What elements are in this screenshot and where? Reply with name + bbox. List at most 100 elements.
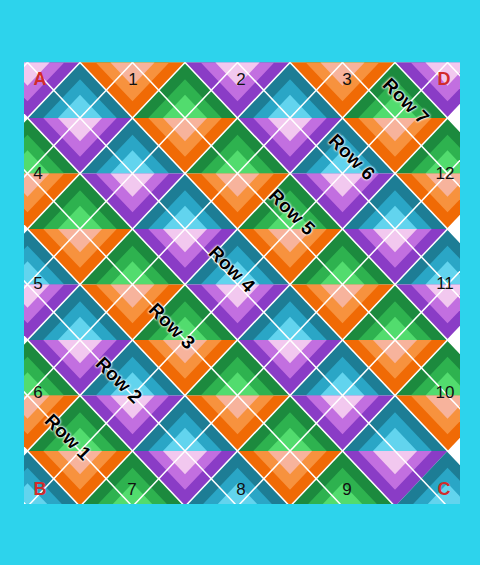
block-stripe (215, 150, 259, 173)
block-stripe (110, 174, 154, 197)
block-seam (24, 63, 460, 505)
quilt-blocks (24, 62, 460, 504)
block-stripe (133, 396, 238, 452)
block-stripe (306, 246, 380, 285)
block-stripe (411, 62, 460, 63)
block-seam (28, 63, 461, 505)
block-stripe (290, 62, 395, 63)
block-stripe (268, 340, 312, 363)
block-stripe (373, 118, 417, 141)
block-stripe (253, 79, 327, 118)
block-stripe (320, 396, 364, 419)
block-stripe (201, 62, 275, 63)
block-stripe (395, 62, 460, 63)
block-seam (290, 63, 460, 505)
block-stripe (96, 135, 170, 174)
block-stripe (43, 79, 117, 118)
block-stripe (268, 317, 312, 340)
block-stripe (215, 396, 259, 419)
block-stripe (80, 451, 185, 504)
block-stripe (306, 468, 380, 504)
block-seam (238, 63, 461, 505)
block-seam (80, 63, 460, 505)
block-seam (24, 63, 448, 505)
edge-number: 12 (436, 165, 455, 182)
block-stripe (80, 229, 185, 285)
block-stripe (28, 174, 133, 230)
block-seam (185, 63, 460, 505)
corner-letter: D (438, 70, 451, 88)
block-stripe (343, 174, 448, 230)
block-stripe (215, 174, 259, 197)
block-stripe (201, 468, 275, 504)
block-stripe (201, 135, 275, 174)
block-stripe (24, 62, 80, 63)
block-stripe (96, 62, 170, 63)
block-stripe (373, 317, 417, 340)
block-stripe (58, 118, 102, 141)
block-stripe (163, 229, 207, 252)
block-stripe (163, 428, 207, 451)
block-stripe (110, 285, 154, 308)
block-stripe (395, 451, 460, 504)
block-stripe (373, 229, 417, 252)
block-stripe (320, 372, 364, 395)
block-stripe (80, 118, 185, 174)
block-stripe (425, 62, 460, 63)
block-stripe (215, 62, 259, 63)
edge-number: 1 (128, 71, 137, 88)
block-stripe (411, 468, 460, 504)
block-stripe (201, 357, 275, 396)
block-stripe (238, 63, 343, 119)
block-stripe (373, 451, 417, 474)
block-seam (24, 63, 28, 505)
edge-number: 2 (236, 71, 245, 88)
block-stripe (163, 206, 207, 229)
block-stripe (238, 285, 343, 341)
block-stripe (58, 229, 102, 252)
block-stripe (80, 62, 185, 63)
block-stripe (373, 206, 417, 229)
block-seam (80, 63, 460, 505)
block-stripe (320, 285, 364, 308)
edge-number: 8 (236, 481, 245, 498)
block-stripe (268, 118, 312, 141)
block-stripe (373, 340, 417, 363)
block-stripe (58, 340, 102, 363)
block-stripe (185, 118, 290, 174)
block-seam (24, 63, 185, 505)
block-stripe (290, 451, 395, 504)
block-stripe (343, 396, 448, 452)
edge-number: 3 (342, 71, 351, 88)
block-stripe (110, 150, 154, 173)
block-stripe (163, 451, 207, 474)
block-stripe (148, 190, 222, 229)
edge-number: 4 (33, 165, 42, 182)
block-seam (24, 63, 238, 505)
block-stripe (96, 246, 170, 285)
block-stripe (96, 468, 170, 504)
block-stripe (358, 412, 432, 451)
block-seam (343, 63, 461, 505)
block-stripe (253, 412, 327, 451)
block-stripe (58, 206, 102, 229)
block-stripe (148, 79, 222, 118)
edge-number: 11 (436, 275, 454, 292)
edge-number: 5 (33, 275, 42, 292)
block-stripe (163, 95, 207, 118)
block-stripe (185, 62, 290, 63)
block-stripe (133, 63, 238, 119)
corner-letter: A (34, 70, 47, 88)
block-stripe (185, 451, 290, 504)
edge-number: 6 (33, 384, 42, 401)
block-stripe (268, 95, 312, 118)
block-stripe (358, 301, 432, 340)
block-stripe (238, 396, 343, 452)
block-stripe (58, 95, 102, 118)
block-stripe (306, 62, 380, 63)
block-stripe (43, 190, 117, 229)
edge-number: 7 (127, 481, 136, 498)
block-stripe (185, 340, 290, 396)
corner-letter: C (438, 480, 451, 498)
block-seam (133, 63, 461, 505)
